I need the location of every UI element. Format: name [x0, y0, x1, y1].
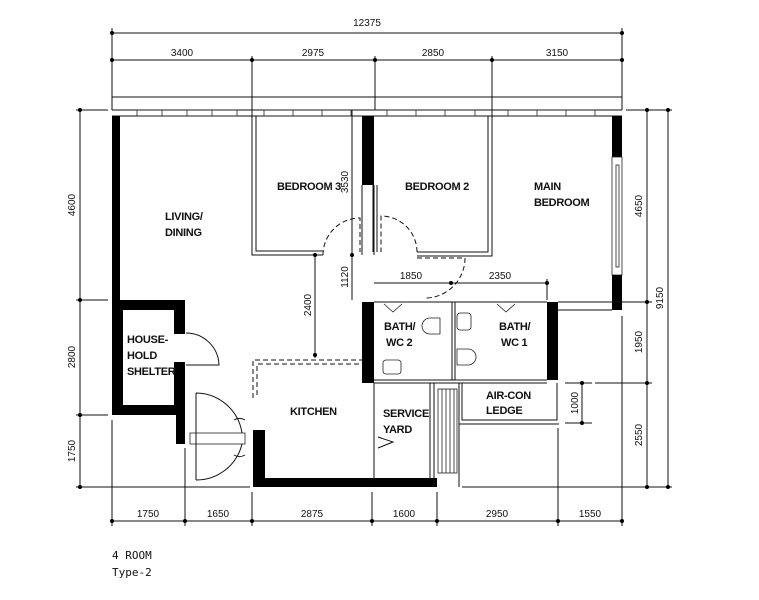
dim-living-to-kitchen: 2400 [303, 293, 314, 316]
label-aircon-2: LEDGE [486, 405, 522, 417]
dim-bath2-width: 1850 [400, 271, 423, 282]
dim-overall-depth: 9150 [655, 286, 666, 309]
label-shelter-3: SHELTER [127, 366, 176, 378]
left-dimensions: 4600 2800 1750 [67, 108, 250, 489]
toilet-icon [421, 317, 441, 335]
dim-top-1: 3400 [171, 48, 194, 59]
label-main-bedroom-1: MAIN [534, 181, 561, 193]
windows [136, 109, 596, 117]
dim-bottom-1: 1750 [137, 509, 160, 520]
dim-bath1-width: 2350 [489, 271, 512, 282]
dim-overall-width: 12375 [353, 18, 381, 29]
dim-left-2: 2800 [67, 345, 78, 368]
dim-corridor: 1120 [340, 266, 351, 288]
dim-top-4: 3150 [546, 48, 569, 59]
dim-bottom-2: 1650 [207, 509, 230, 520]
fixtures [382, 312, 477, 375]
label-bath2-1: BATH/ [384, 321, 416, 333]
label-bedroom-3: BEDROOM 3 [277, 181, 341, 193]
label-living-dining-1: LIVING/ [165, 211, 203, 223]
bottom-dimensions: 1750 1650 2875 1600 2950 1550 [110, 316, 624, 526]
dim-aircon-depth: 1000 [570, 391, 581, 414]
dim-left-3: 1750 [67, 439, 78, 462]
label-bedroom-2: BEDROOM 2 [405, 181, 469, 193]
label-bath1-2: WC 1 [501, 337, 527, 349]
dim-right-1: 4650 [634, 194, 645, 217]
dim-bottom-5: 2950 [486, 509, 509, 520]
dim-left-1: 4600 [67, 193, 78, 216]
walls [112, 116, 623, 487]
toilet-icon [456, 348, 477, 366]
dim-right-3: 2550 [634, 423, 645, 446]
dim-bottom-3: 2875 [301, 509, 324, 520]
dim-bedroom3-depth: 3530 [340, 170, 351, 193]
caption-unit-type: 4 ROOM [112, 549, 152, 562]
dim-right-2: 1950 [634, 330, 645, 353]
label-service-yard-2: YARD [383, 424, 412, 436]
caption-type: Type-2 [112, 566, 152, 579]
label-service-yard-1: SERVICE [383, 408, 429, 420]
label-living-dining-2: DINING [165, 227, 202, 239]
label-bath1-1: BATH/ [499, 321, 531, 333]
dim-top-3: 2850 [422, 48, 445, 59]
interior-dimensions: 3530 1120 2400 1850 2350 1000 [303, 110, 592, 425]
top-dimensions: 12375 3400 2975 2850 3150 [110, 18, 624, 116]
sink-icon [382, 359, 402, 375]
doors [185, 215, 516, 481]
label-shelter-1: HOUSE- [127, 334, 169, 346]
dim-top-2: 2975 [302, 48, 325, 59]
facade [112, 96, 622, 117]
label-kitchen: KITCHEN [290, 406, 337, 418]
dim-bottom-4: 1600 [393, 509, 416, 520]
right-dimensions: 4650 1950 2550 9150 [462, 108, 672, 489]
label-shelter-2: HOLD [127, 350, 157, 362]
label-aircon-1: AIR-CON [486, 390, 531, 402]
label-main-bedroom-2: BEDROOM [534, 197, 589, 209]
label-bath2-2: WC 2 [386, 337, 412, 349]
room-labels: LIVING/ DINING BEDROOM 3 BEDROOM 2 MAIN … [127, 181, 590, 436]
sink-icon [456, 312, 472, 331]
dim-bottom-6: 1550 [579, 509, 602, 520]
